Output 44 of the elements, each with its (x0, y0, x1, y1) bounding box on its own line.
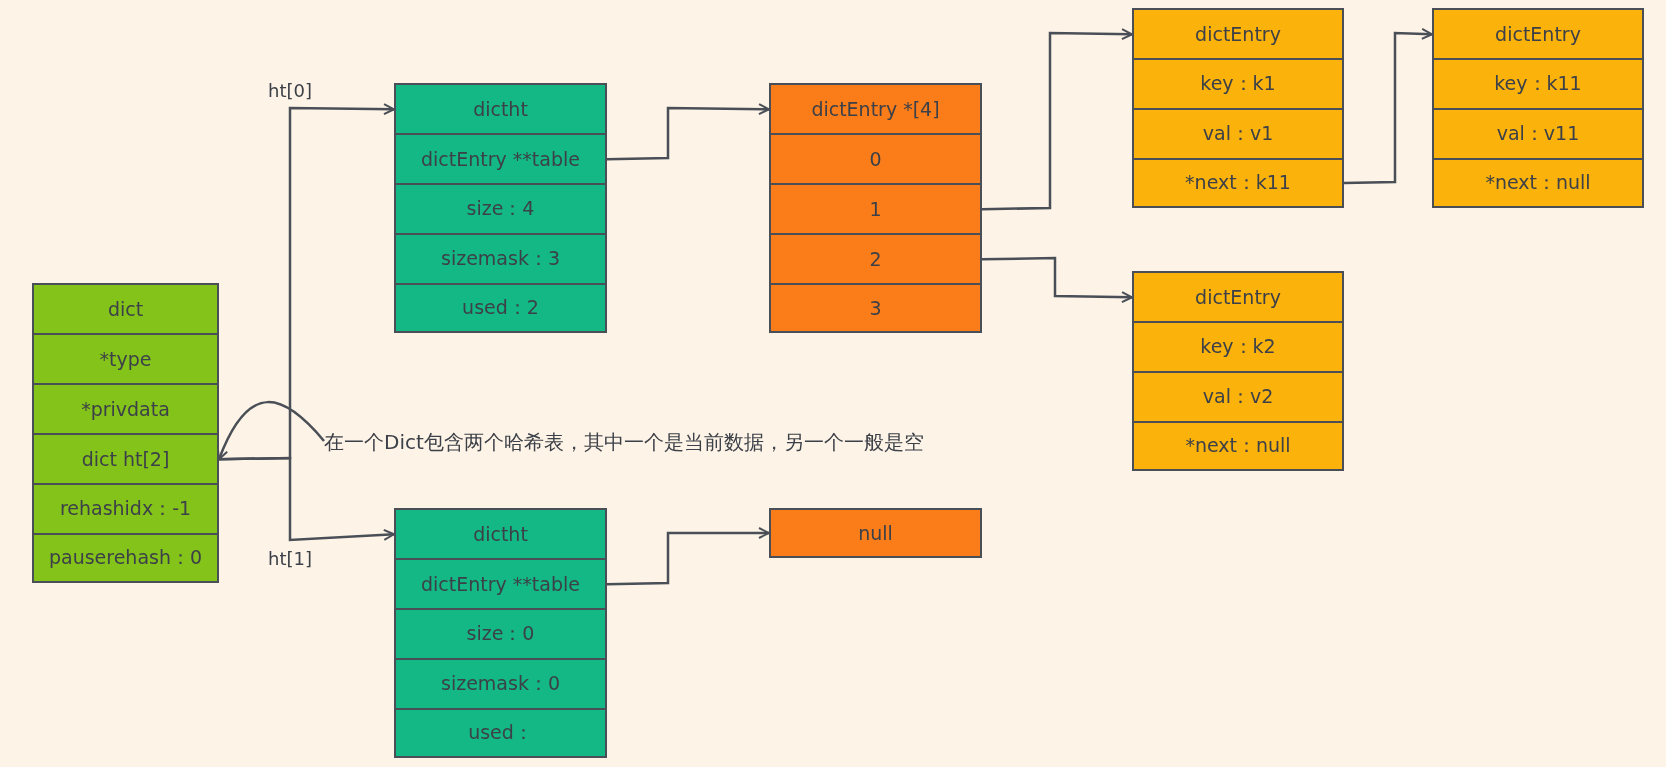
struct-field-cell: 1 (769, 183, 982, 236)
struct-header-cell: dictEntry *[4] (769, 83, 982, 136)
struct-field-cell: *type (32, 333, 219, 386)
arrow (606, 103, 770, 161)
arrow (981, 256, 1133, 304)
struct-field-cell: used： (394, 708, 607, 758)
struct-field-cell: sizemask：3 (394, 233, 607, 286)
struct-field-cell: 3 (769, 283, 982, 333)
struct-field-cell: *next：null (1132, 421, 1344, 471)
struct-field-cell: 0 (769, 133, 982, 186)
struct-field-cell: key：k2 (1132, 321, 1344, 374)
edge-label: ht[0] (266, 80, 314, 101)
struct-header-cell: dict (32, 283, 219, 336)
struct-header-cell: dictht (394, 508, 607, 561)
arrow (1343, 27, 1433, 185)
struct-field-cell: dict ht[2] (32, 433, 219, 486)
struct-field-cell: pauserehash：0 (32, 533, 219, 583)
leader-line (217, 401, 325, 461)
struct-field-cell: dictEntry **table (394, 558, 607, 611)
struct-field-cell: used：2 (394, 283, 607, 333)
struct-header-cell: null (769, 508, 982, 558)
struct-header-cell: dictEntry (1132, 271, 1344, 324)
annotation-text: 在一个Dict包含两个哈希表，其中一个是当前数据，另一个一般是空 (324, 429, 1014, 457)
arrow (606, 527, 770, 586)
edge-label: ht[1] (266, 548, 314, 569)
struct-field-cell: sizemask：0 (394, 658, 607, 711)
struct-field-cell: dictEntry **table (394, 133, 607, 186)
struct-field-cell: *next：null (1432, 158, 1644, 208)
struct-header-cell: dictEntry (1132, 8, 1344, 61)
arrow (981, 28, 1133, 211)
struct-field-cell: *privdata (32, 383, 219, 436)
struct-header-cell: dictEntry (1432, 8, 1644, 61)
struct-field-cell: key：k11 (1432, 58, 1644, 111)
struct-field-cell: val：v11 (1432, 108, 1644, 161)
struct-field-cell: size：4 (394, 183, 607, 236)
struct-field-cell: 2 (769, 233, 982, 286)
struct-header-cell: dictht (394, 83, 607, 136)
struct-field-cell: *next：k11 (1132, 158, 1344, 208)
struct-field-cell: rehashidx：-1 (32, 483, 219, 536)
arrow (218, 456, 395, 542)
struct-field-cell: key：k1 (1132, 58, 1344, 111)
struct-field-cell: val：v2 (1132, 371, 1344, 424)
struct-field-cell: size：0 (394, 608, 607, 661)
struct-field-cell: val：v1 (1132, 108, 1344, 161)
